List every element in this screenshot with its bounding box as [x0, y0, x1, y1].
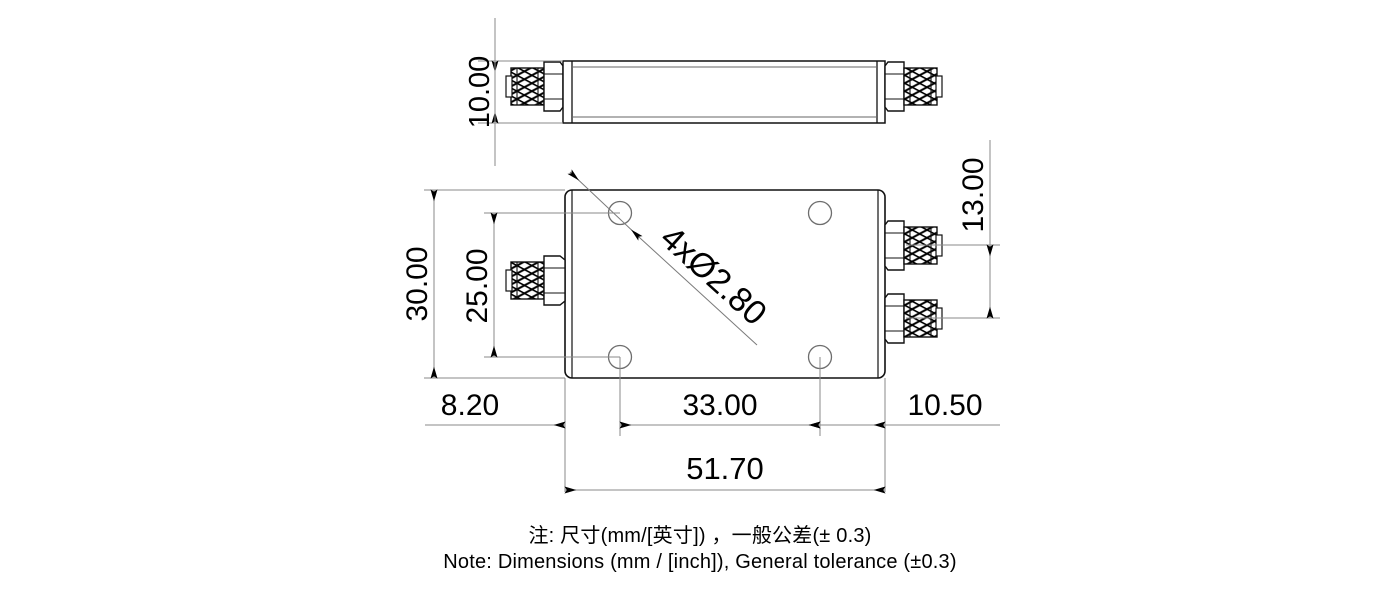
dimension-hole-pitch-25: 25.00: [461, 212, 620, 358]
dimension-port-spacing-13: 13.00: [906, 140, 1000, 319]
dim-label-port-spacing-13: 13.00: [957, 157, 990, 232]
dim-label-hole-pitch-25: 25.00: [461, 248, 494, 323]
sma-left-connector-side: [505, 61, 564, 112]
dim-label-height-10: 10.00: [464, 56, 496, 129]
body-outline-side: [562, 60, 886, 124]
dimension-width-30: 30.00: [401, 189, 565, 379]
dim-label-33-00: 33.00: [682, 389, 757, 422]
note-chinese: 注: 尺寸(mm/[英寸]) ，一般公差(± 0.3): [528, 525, 872, 547]
sma-input-left-plan: [505, 255, 566, 306]
side-elevation-view: 10.00: [464, 18, 943, 166]
dimension-chain-horizontal: 8.20 33.00 10.50 51.70: [425, 357, 1000, 494]
dim-label-51-70: 51.70: [686, 451, 764, 486]
sma-right-connector-side: [884, 61, 943, 112]
plan-view: 4xØ2.80 30.00 25.00: [401, 140, 1000, 494]
note-english: Note: Dimensions (mm / [inch]), General …: [443, 551, 957, 573]
hole-top-right: [807, 200, 833, 226]
dim-label-width-30: 30.00: [401, 246, 434, 321]
dim-label-10-50: 10.50: [907, 389, 982, 422]
dim-label-8-20: 8.20: [441, 389, 499, 422]
dimension-height-10: 10.00: [464, 18, 563, 166]
